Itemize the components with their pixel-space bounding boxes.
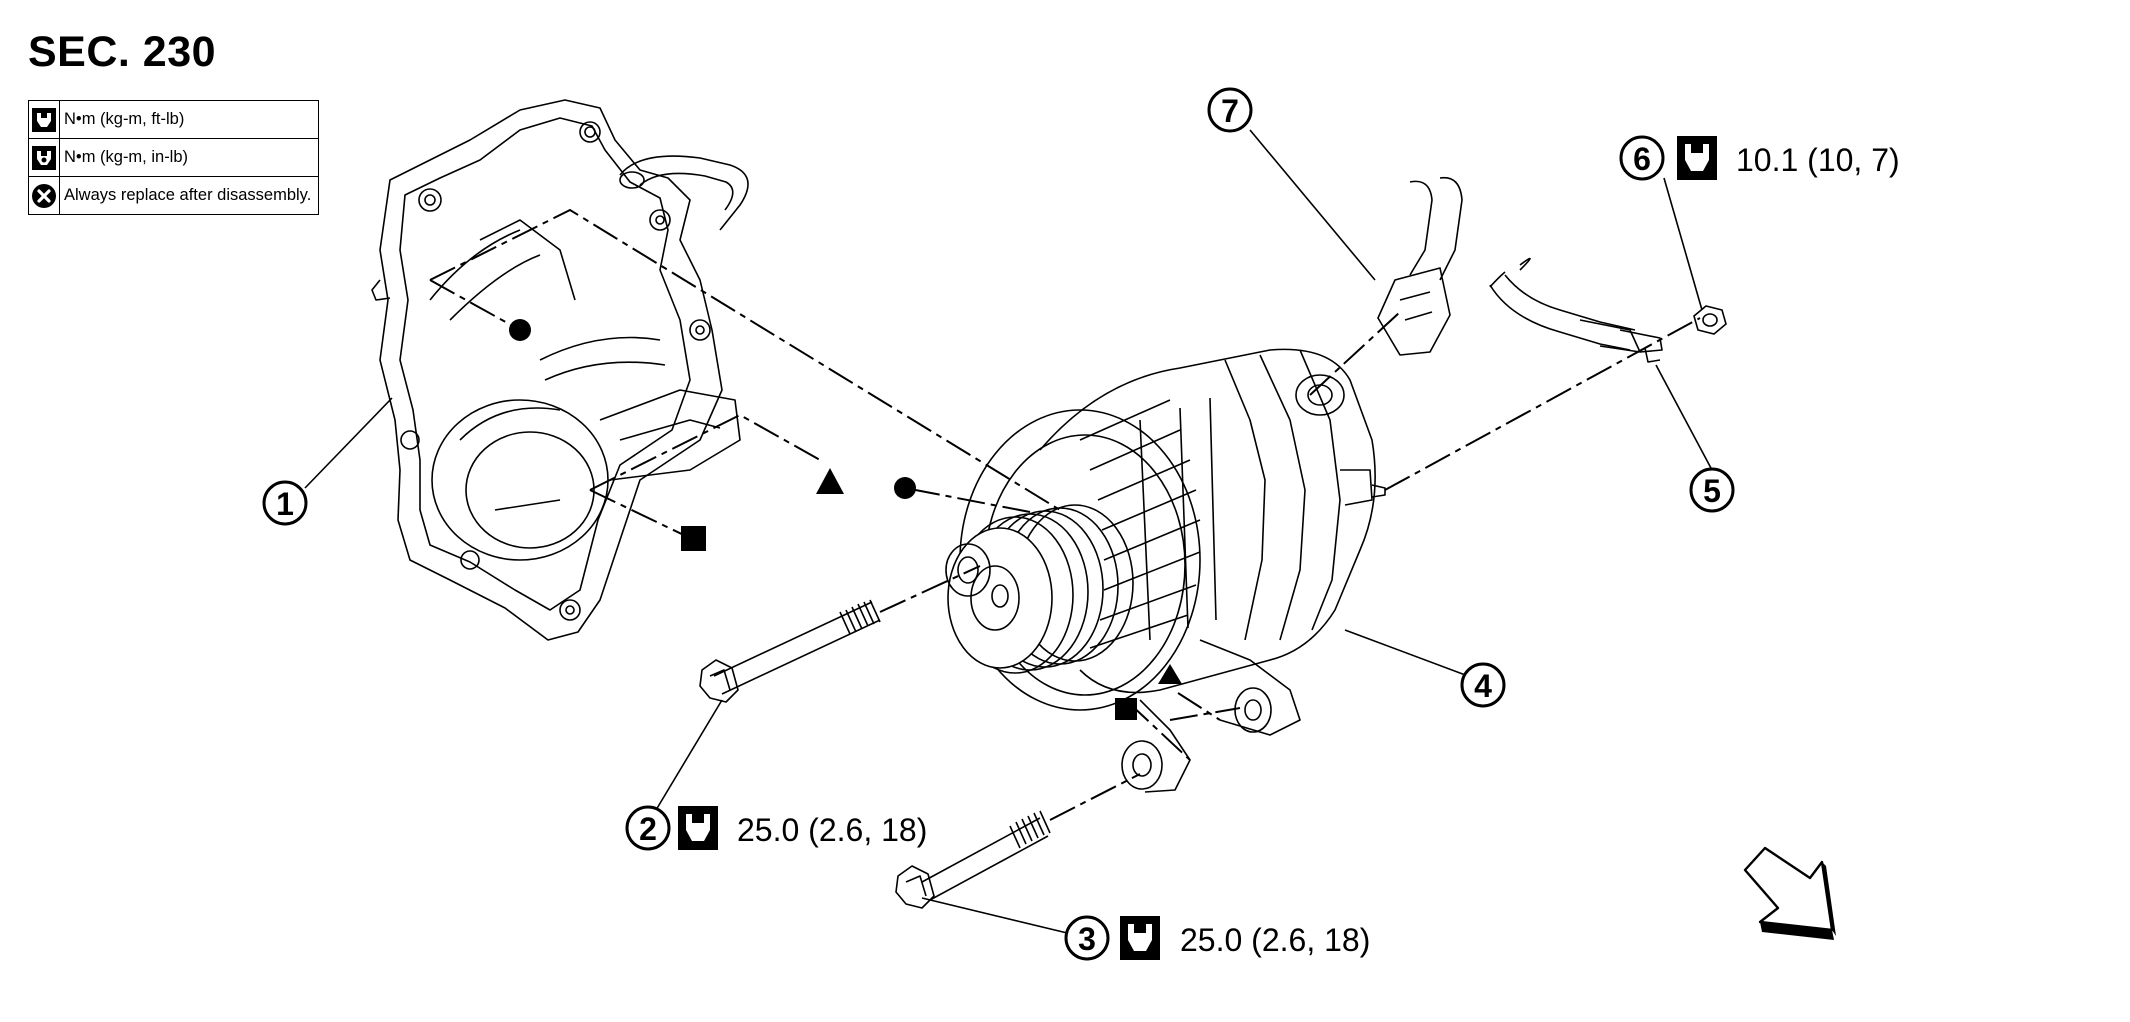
section-title: SEC. 230 [28,28,217,76]
callout-3: 3 25.0 (2.6, 18) [1064,915,1370,961]
callout-1: 1 [262,480,308,526]
legend-row-in-lb: N•m (kg-m, in-lb) [28,138,319,177]
svg-text:7: 7 [1221,93,1239,129]
callout-6: 6 10.1 (10, 7) [1619,135,1900,181]
torque-wrench-icon [1120,916,1160,960]
circle-marker-alternator [894,477,916,499]
svg-text:6: 6 [1633,141,1651,177]
square-marker-bracket [681,526,706,551]
triangle-marker-bracket [816,468,844,494]
torque-wrench-icon [678,806,718,850]
callout-5: 5 [1689,467,1735,513]
circle-marker-bracket [509,319,531,341]
torque-wrench-icon [32,107,56,132]
callout-4: 4 [1460,662,1506,708]
svg-text:2: 2 [639,811,657,847]
legend-row-ft-lb: N•m (kg-m, ft-lb) [28,100,319,139]
alternator [945,348,1386,793]
square-marker-alternator [1115,698,1137,720]
callout-7: 7 [1207,87,1253,133]
torque-value-bolt-upper: 25.0 (2.6, 18) [737,812,927,848]
mounting-bolt-lower [895,810,1051,909]
alternator-bracket [371,99,749,641]
alignment-lines [429,208,1701,821]
legend-row-replace: Always replace after disassembly. [28,176,319,215]
legend-text-in-lb: N•m (kg-m, in-lb) [59,138,319,177]
triangle-marker-alternator [1158,664,1182,684]
svg-text:4: 4 [1474,668,1492,704]
svg-text:5: 5 [1703,473,1721,509]
torque-wrench-small-icon [32,145,56,170]
legend-text-replace: Always replace after disassembly. [59,176,319,215]
torque-wrench-icon [1677,136,1717,180]
alignment-markers [509,319,1182,720]
torque-value-nut: 10.1 (10, 7) [1736,142,1900,178]
svg-text:3: 3 [1078,921,1096,957]
leader-lines [304,129,1713,939]
mounting-bolt-upper [699,599,881,703]
terminal-nut [1693,305,1727,335]
callout-2: 2 25.0 (2.6, 18) [625,805,927,851]
front-direction-arrow-icon [1743,846,1836,940]
svg-text:1: 1 [276,486,294,522]
replace-part-icon [32,183,56,208]
harness-connector [1377,176,1463,356]
battery-cable-terminal [1489,257,1663,363]
torque-value-bolt-lower: 25.0 (2.6, 18) [1180,922,1370,958]
torque-legend: N•m (kg-m, ft-lb) N•m (kg-m, in-lb) Alwa… [28,100,319,215]
